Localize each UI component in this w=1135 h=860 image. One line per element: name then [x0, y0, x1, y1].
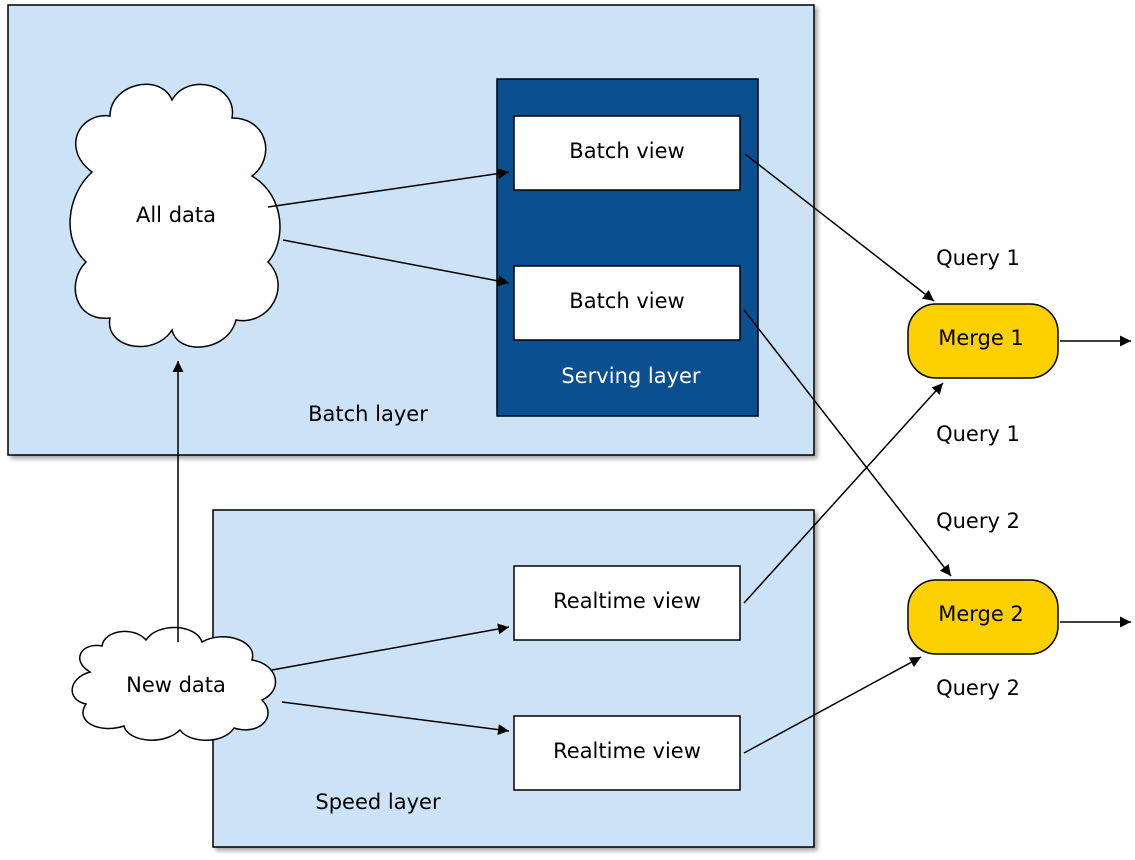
arrow-all-data-to-batch-view-1: [267, 168, 510, 208]
arrow-batch-view-1-to-merge-1: [744, 153, 935, 302]
realtime-view-1[interactable]: Realtime view: [513, 565, 741, 641]
batch-view-2[interactable]: Batch view: [513, 265, 741, 341]
query-1-top-label: Query 1: [936, 246, 1020, 270]
new-data-label: New data: [126, 673, 226, 697]
arrow-batch-view-2-to-merge-2: [743, 309, 952, 577]
batch-layer-label: Batch layer: [308, 402, 428, 426]
query-1-bottom-label: Query 1: [936, 422, 1020, 446]
speed-layer-label: Speed layer: [315, 790, 441, 814]
merge-1-node[interactable]: Merge 1: [907, 303, 1059, 379]
speed-layer: Speed layer: [212, 509, 815, 848]
query-2-bottom-label: Query 2: [936, 676, 1020, 700]
connectors: [172, 153, 1131, 754]
arrow-realtime-view-1-to-merge-1: [743, 382, 944, 604]
query-2-top-label: Query 2: [936, 509, 1020, 533]
arrow-all-data-to-batch-view-2: [282, 239, 510, 287]
batch-view-1[interactable]: Batch view: [513, 115, 741, 191]
merge-2-node[interactable]: Merge 2: [907, 579, 1059, 655]
arrow-new-data-to-realtime-view-1: [271, 623, 510, 671]
serving-layer-label: Serving layer: [561, 364, 701, 388]
merge-1-label: Merge 1: [938, 326, 1024, 350]
batch-view-1-label: Batch view: [569, 139, 684, 163]
all-data-cloud[interactable]: All data: [69, 83, 281, 348]
arrow-new-data-to-realtime-view-2: [281, 701, 510, 736]
merge-2-label: Merge 2: [938, 602, 1024, 626]
new-data-cloud[interactable]: New data: [71, 626, 277, 741]
arrow-realtime-view-2-to-merge-2: [743, 656, 922, 754]
realtime-view-2[interactable]: Realtime view: [513, 715, 741, 791]
batch-view-2-label: Batch view: [569, 289, 684, 313]
realtime-view-1-label: Realtime view: [553, 589, 701, 613]
realtime-view-2-label: Realtime view: [553, 739, 701, 763]
all-data-label: All data: [136, 203, 216, 227]
